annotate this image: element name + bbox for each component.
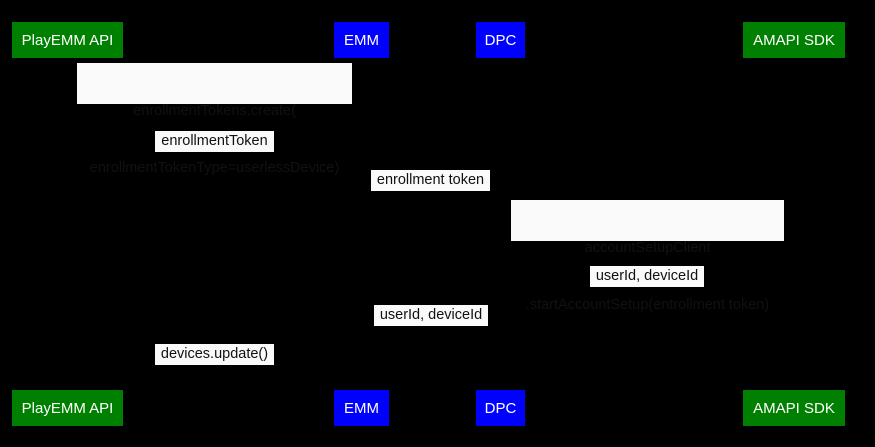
participant-bottom-dpc[interactable]: DPC [476,390,525,426]
participant-top-emm[interactable]: EMM [334,22,389,58]
message-text: userId, deviceId [379,307,483,323]
lifeline-amapi-sdk [793,58,794,384]
message-label-enrollment-token-to-dpc: enrollment token [371,170,490,191]
lifeline-dpc [500,58,501,384]
participant-label: EMM [344,399,379,417]
message-text: enrollment token [376,172,485,188]
message-arrow-3 [361,192,500,193]
message-arrow-7 [67,366,361,367]
participant-top-playemm-api[interactable]: PlayEMM API [12,22,123,58]
participant-bottom-emm[interactable]: EMM [334,390,389,426]
message-label-devices-update: devices.update() [155,344,274,365]
participant-label: PlayEMM API [21,31,114,49]
message-arrow-4 [500,242,793,243]
participant-label: PlayEMM API [21,399,114,417]
message-text: userId, deviceId [595,268,699,284]
participant-label: EMM [344,31,379,49]
message-text: enrollmentToken [161,133,268,149]
message-label-start-account-setup: accountSetupClient .startAccountSetup(en… [511,200,784,313]
message-label-enrollment-tokens-create: enrollmentTokens.create( enrollmentToken… [77,63,352,176]
message-label-enrollment-token-response: enrollmentToken [155,131,274,152]
participant-bottom-playemm-api[interactable]: PlayEMM API [12,390,123,426]
message-arrow-6 [361,327,500,328]
participant-label: DPC [484,31,517,49]
lifeline-emm [361,58,362,384]
message-label-userid-deviceid-dpc-to-emm: userId, deviceId [374,305,488,326]
message-line-2: enrollmentTokenType=userlessDevice) [89,160,340,176]
participant-top-dpc[interactable]: DPC [476,22,525,58]
participant-top-amapi-sdk[interactable]: AMAPI SDK [743,22,845,58]
message-arrow-5 [500,288,793,289]
lifeline-playemm-api [67,58,68,384]
message-arrow-2 [67,153,361,154]
participant-label: AMAPI SDK [753,31,835,49]
participant-label: AMAPI SDK [753,399,835,417]
message-label-userid-deviceid-sdk-to-dpc: userId, deviceId [590,266,704,287]
participant-bottom-amapi-sdk[interactable]: AMAPI SDK [743,390,845,426]
message-arrow-1 [67,105,361,106]
message-line-2: .startAccountSetup(entrollment token) [525,297,770,313]
message-line-1: accountSetupClient [584,240,711,256]
message-line-1: enrollmentTokens.create( [133,103,296,119]
participant-label: DPC [484,399,517,417]
message-text: devices.update() [160,346,269,362]
